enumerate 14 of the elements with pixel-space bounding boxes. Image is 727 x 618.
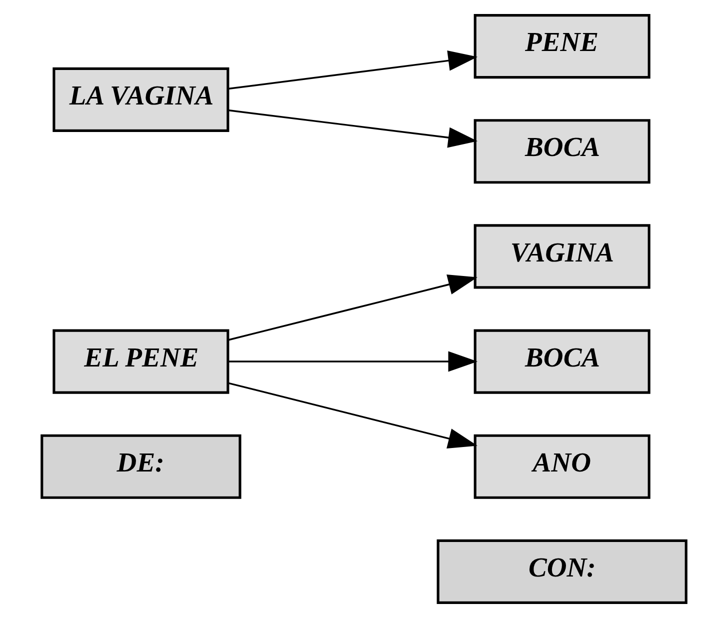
arrow — [228, 351, 478, 372]
node-box: VAGINA — [473, 224, 650, 289]
node-box: CON: — [436, 539, 687, 604]
arrow — [227, 382, 477, 449]
node-box: EL PENE — [52, 329, 229, 394]
node-box: PENE — [473, 14, 650, 79]
node-box: BOCA — [473, 329, 650, 394]
node-box: BOCA — [473, 119, 650, 184]
node-box: DE: — [40, 434, 241, 499]
node-box: ANO — [473, 434, 650, 499]
arrow — [228, 50, 478, 90]
arrow — [227, 274, 477, 341]
node-box: LA VAGINA — [52, 67, 229, 132]
arrow — [228, 109, 478, 148]
